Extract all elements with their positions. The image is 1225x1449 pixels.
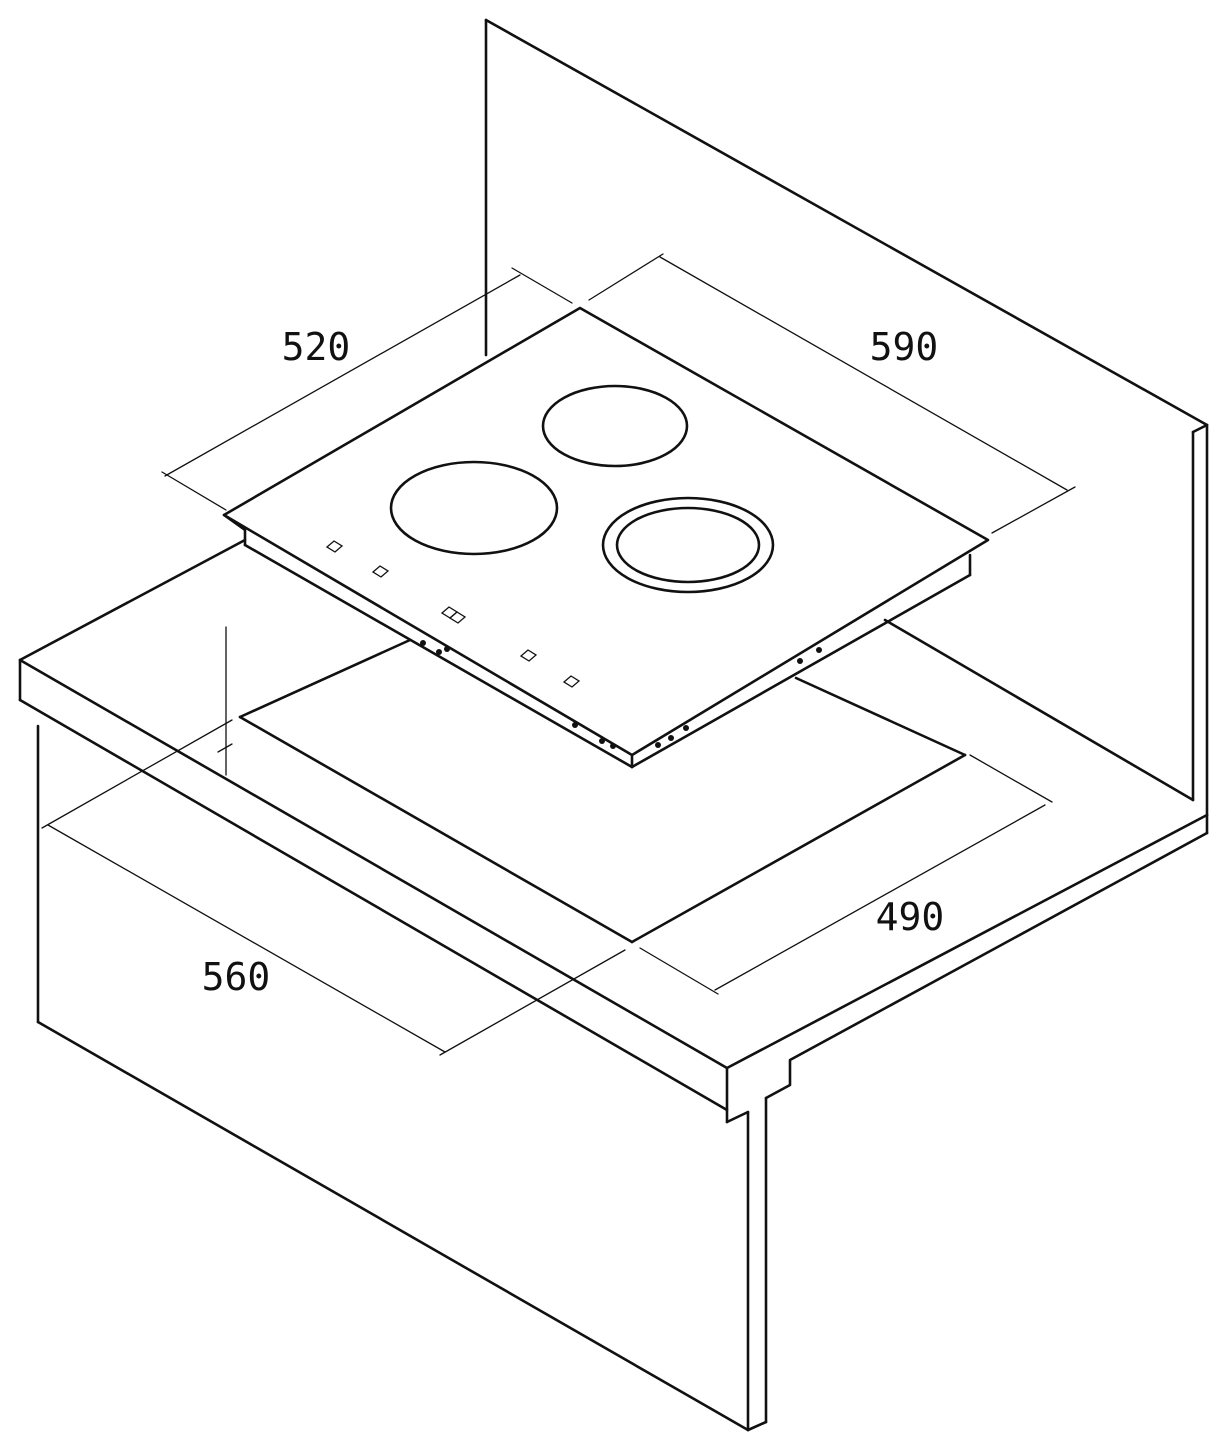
control-button bbox=[373, 566, 388, 577]
control-button bbox=[442, 607, 457, 618]
back-wall bbox=[486, 20, 1207, 815]
countertop bbox=[20, 540, 1207, 1122]
control-button bbox=[327, 541, 342, 552]
burner-right-outer bbox=[603, 498, 773, 592]
dimension-label-590: 590 bbox=[870, 325, 939, 369]
dimension-label-490: 490 bbox=[876, 895, 945, 939]
burner-left bbox=[391, 462, 557, 554]
control-button bbox=[564, 676, 579, 687]
cabinet bbox=[38, 726, 766, 1430]
hob bbox=[224, 308, 988, 767]
dimension-label-520: 520 bbox=[282, 325, 351, 369]
burner-back bbox=[543, 386, 687, 466]
control-button bbox=[521, 650, 536, 661]
dimension-label-560: 560 bbox=[202, 955, 271, 999]
control-button bbox=[450, 612, 465, 623]
burner-right-inner bbox=[617, 508, 759, 582]
